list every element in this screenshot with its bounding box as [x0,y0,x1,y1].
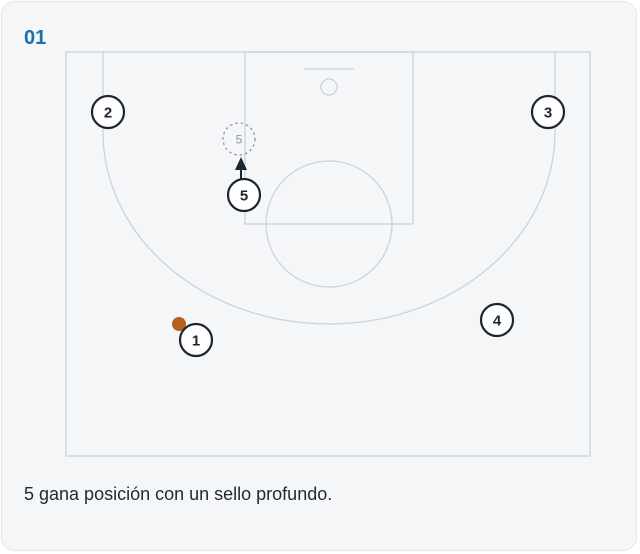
player-label: 5 [240,188,248,205]
player-5[interactable]: 5 [226,177,262,213]
player-label: 4 [493,313,502,330]
rim [320,78,338,96]
player-4[interactable]: 4 [479,302,515,338]
ghost-player-5: 5 [222,122,256,156]
player-label: 3 [544,105,552,122]
play-caption: 5 gana posición con un sello profundo. [24,484,333,504]
movement-arrow [235,157,247,180]
court-boundary [65,51,591,457]
player-1[interactable]: 1 [178,322,214,358]
player-3[interactable]: 3 [530,94,566,130]
free-throw-circle [265,160,393,288]
ball [172,317,186,331]
paint-lane [244,51,414,225]
three-point-line [102,52,556,325]
player-2[interactable]: 2 [90,94,126,130]
ghost-player-label: 5 [236,133,243,147]
step-number: 01 [24,27,47,49]
player-label: 2 [104,105,112,122]
player-label: 1 [192,333,200,350]
